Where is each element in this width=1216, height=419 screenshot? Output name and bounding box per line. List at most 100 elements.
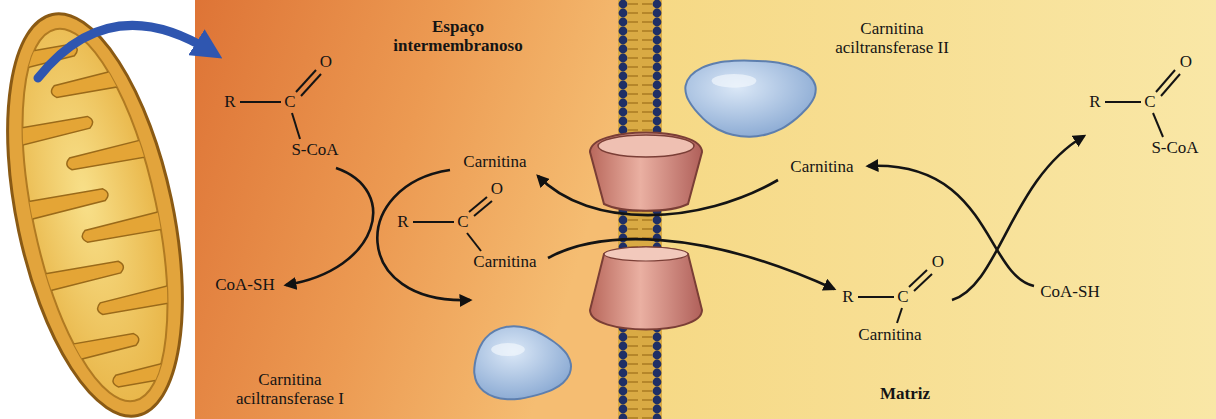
lipid-tail bbox=[628, 336, 638, 338]
lipid-tail bbox=[642, 39, 652, 41]
lipid-head bbox=[619, 0, 628, 8]
lipid-head bbox=[619, 360, 628, 369]
molecule-label: C bbox=[457, 212, 468, 231]
molecule-label: C bbox=[1144, 92, 1155, 111]
lipid-tail bbox=[642, 129, 652, 131]
lipid-head bbox=[619, 351, 628, 360]
lipid-tail bbox=[642, 219, 652, 221]
lipid-tail bbox=[628, 66, 638, 68]
lipid-tail bbox=[628, 111, 638, 113]
lipid-head bbox=[653, 342, 662, 351]
reaction-arrows bbox=[286, 136, 1084, 300]
lipid-tail bbox=[642, 417, 652, 419]
lipid-head bbox=[653, 0, 662, 8]
molecule-label: O bbox=[491, 179, 503, 198]
lipid-tail bbox=[642, 399, 652, 401]
lipid-head bbox=[653, 72, 662, 81]
enzyme-label: Carnitina aciltransferase I bbox=[220, 370, 360, 408]
lipid-tail bbox=[628, 129, 638, 131]
lipid-tail bbox=[642, 336, 652, 338]
lipid-head bbox=[619, 81, 628, 90]
molecule-label: R bbox=[1089, 92, 1100, 111]
lipid-head bbox=[619, 333, 628, 342]
enzyme-highlight bbox=[491, 343, 525, 356]
lipid-tail bbox=[642, 363, 652, 365]
lipid-tail bbox=[628, 381, 638, 383]
lipid-head bbox=[619, 90, 628, 99]
lipid-head bbox=[653, 54, 662, 63]
crista bbox=[111, 356, 195, 391]
enzyme-blob: Carnitina aciltransferase I bbox=[210, 322, 575, 416]
lipid-tail bbox=[628, 3, 638, 5]
crista bbox=[50, 67, 134, 102]
lipid-head bbox=[619, 342, 628, 351]
lipid-tail bbox=[642, 102, 652, 104]
lipid-tail bbox=[642, 228, 652, 230]
lipid-head bbox=[619, 54, 628, 63]
lipid-head bbox=[653, 63, 662, 72]
region-panel: MatrizCarnitina aciltransferase II bbox=[662, 0, 1216, 419]
lipid-tail bbox=[642, 84, 652, 86]
enzyme-highlight bbox=[712, 74, 757, 88]
lipid-tail bbox=[628, 21, 638, 23]
lipid-head bbox=[653, 90, 662, 99]
molecule-label: Carnitina bbox=[858, 325, 921, 344]
lipid-head bbox=[619, 396, 628, 405]
region-label: Matriz bbox=[845, 384, 965, 403]
molecule-label: S-CoA bbox=[291, 140, 338, 159]
lipid-head bbox=[653, 108, 662, 117]
molecule-label: S-CoA bbox=[1151, 138, 1198, 157]
lipid-tail bbox=[642, 57, 652, 59]
crista bbox=[65, 139, 149, 174]
crista bbox=[80, 211, 164, 246]
lipid-head bbox=[653, 351, 662, 360]
lipid-head bbox=[653, 9, 662, 18]
lipid-tail bbox=[628, 120, 638, 122]
lipid-head bbox=[653, 396, 662, 405]
lipid-tail bbox=[642, 111, 652, 113]
lipid-tail bbox=[628, 399, 638, 401]
lipid-head bbox=[653, 378, 662, 387]
lipid-head bbox=[653, 45, 662, 54]
lipid-tail bbox=[628, 345, 638, 347]
molecule-label: O bbox=[932, 252, 944, 271]
lipid-tail bbox=[628, 408, 638, 410]
lipid-head bbox=[653, 216, 662, 225]
lipid-tail bbox=[642, 21, 652, 23]
lipid-tail bbox=[642, 408, 652, 410]
lipid-head bbox=[653, 360, 662, 369]
molecule-label: R bbox=[224, 92, 235, 111]
lipid-head bbox=[653, 369, 662, 378]
lipid-head bbox=[619, 36, 628, 45]
molecule-label: C bbox=[897, 287, 908, 306]
zoom-arrow bbox=[38, 25, 212, 78]
lipid-tail bbox=[628, 219, 638, 221]
lipid-tail bbox=[628, 102, 638, 104]
molecule-label: C bbox=[284, 92, 295, 111]
molecule-label: O bbox=[320, 52, 332, 71]
lipid-tail bbox=[642, 48, 652, 50]
lipid-head bbox=[619, 117, 628, 126]
lipid-head bbox=[653, 18, 662, 27]
lipid-head bbox=[619, 99, 628, 108]
lipid-tail bbox=[628, 228, 638, 230]
lipid-tail bbox=[642, 30, 652, 32]
crista bbox=[10, 113, 94, 148]
lipid-head bbox=[619, 18, 628, 27]
lipid-head bbox=[619, 72, 628, 81]
transporter bbox=[590, 133, 702, 330]
region-panel: Espaço intermembranosoCarnitina aciltran… bbox=[195, 0, 620, 419]
lipid-head bbox=[619, 234, 628, 243]
lipid-tail bbox=[642, 12, 652, 14]
lipid-tail bbox=[642, 372, 652, 374]
lipid-head bbox=[653, 99, 662, 108]
lipid-tail bbox=[642, 345, 652, 347]
lipid-head bbox=[653, 387, 662, 396]
lipid-tail bbox=[628, 30, 638, 32]
enzyme-outline bbox=[474, 326, 571, 399]
lipid-head bbox=[619, 63, 628, 72]
lipid-head bbox=[619, 225, 628, 234]
lipid-head bbox=[653, 333, 662, 342]
molecule-label: R bbox=[397, 212, 408, 231]
